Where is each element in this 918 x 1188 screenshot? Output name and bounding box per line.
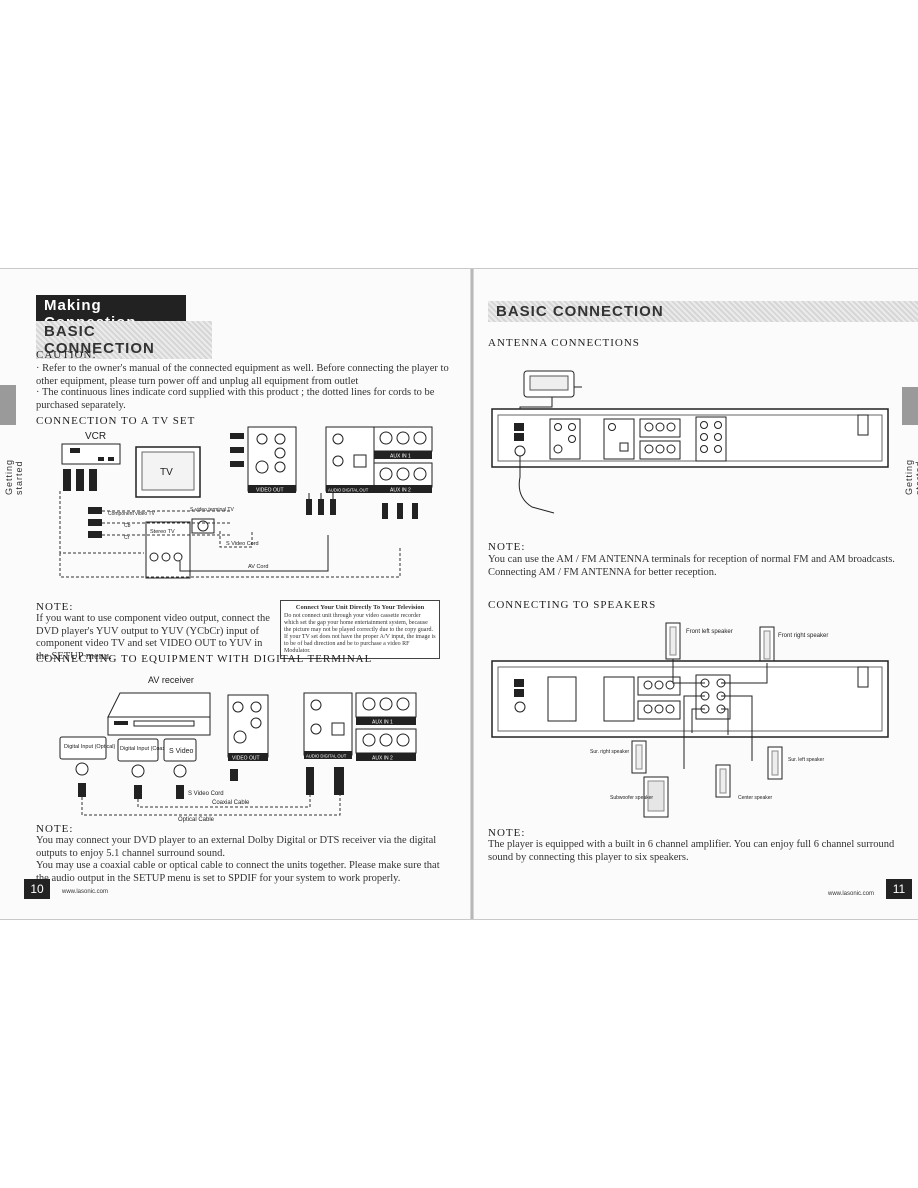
- caution-title: CAUTION:: [36, 349, 97, 361]
- website-left: www.lasonic.com: [62, 889, 109, 895]
- note-title: NOTE:: [36, 601, 74, 613]
- tv-connection-diagram: VCR TV Component video TV Cb Cr S-video …: [59, 426, 433, 579]
- right-note2-text: The player is equipped with a built in 6…: [488, 839, 895, 863]
- note2-title: NOTE:: [36, 823, 74, 835]
- direct-connect-box: Connect Your Unit Directly To Your Telev…: [280, 600, 440, 659]
- caution-item-2: · The continuous lines indicate cord sup…: [36, 387, 435, 411]
- video-out-panel: [247, 426, 297, 492]
- note2-text-1: You may connect your DVD player to an ex…: [36, 835, 437, 859]
- digital-coaxial-label: Digital Input (Coaxial): [120, 746, 173, 752]
- website-right: www.lasonic.com: [828, 891, 875, 897]
- speakers-diagram: Front left speaker Front right speaker: [491, 622, 889, 818]
- direct-connect-title: Connect Your Unit Directly To Your Telev…: [295, 604, 425, 611]
- manual-spread: Making Connection BASIC CONNECTION CAUTI…: [0, 268, 918, 920]
- svg-text:Cr: Cr: [124, 535, 130, 541]
- speakers-title: CONNECTING TO SPEAKERS: [488, 599, 657, 611]
- vcr-label: VCR: [85, 431, 106, 442]
- aux-in-2-label-2: AUX IN 2: [372, 756, 393, 762]
- right-note2-title: NOTE:: [488, 827, 526, 839]
- side-label: Getting started: [4, 458, 24, 495]
- right-side-label: Getting started: [904, 458, 918, 495]
- side-tab: [0, 385, 16, 425]
- aux-in-2-label: AUX IN 2: [390, 488, 411, 494]
- direct-connect-text: Do not connect unit through your video c…: [284, 613, 436, 654]
- center-label: Center speaker: [738, 795, 773, 801]
- right-side-tab: [902, 387, 918, 425]
- aux-in-1-label-2: AUX IN 1: [372, 720, 393, 726]
- antenna-title: ANTENNA CONNECTIONS: [488, 337, 640, 349]
- right-note-text: You can use the AM / FM ANTENNA terminal…: [488, 554, 895, 578]
- right-page: BASIC CONNECTION ANTENNA CONNECTIONS Get…: [474, 269, 918, 919]
- audio-digital-out-label: AUDIO DIGITAL OUT: [328, 488, 369, 493]
- svideo-tv-label: S-video terminal TV: [190, 507, 234, 513]
- note-text: If you want to use component video outpu…: [36, 613, 270, 662]
- caution-item-1: · Refer to the owner's manual of the con…: [36, 363, 449, 387]
- page-fold: [470, 269, 474, 919]
- antenna-diagram: [491, 370, 889, 514]
- sur-left-label: Sur. left speaker: [788, 757, 824, 763]
- coaxial-cable-label: Coaxial Cable: [212, 800, 250, 806]
- svideo-cord-label: S Video Cord: [226, 541, 259, 547]
- basic-connection-header: BASIC CONNECTION: [36, 321, 212, 359]
- component-tv-label: Component video TV: [108, 511, 156, 517]
- digital-terminal-diagram: AV receiver Digital Input (Optical) Digi…: [59, 675, 417, 823]
- front-left-label: Front left speaker: [686, 629, 733, 635]
- note2-text-2: You may use a coaxial cable or optical c…: [36, 860, 440, 884]
- connection-tv-title: CONNECTION TO A TV SET: [36, 415, 196, 427]
- aux-in-1-label: AUX IN 1: [390, 454, 411, 460]
- optical-cable-label: Optical Cable: [178, 817, 215, 823]
- right-basic-connection-header: BASIC CONNECTION: [488, 301, 918, 322]
- av-cord-label: AV Cord: [248, 564, 268, 570]
- front-right-label: Front right speaker: [778, 633, 828, 639]
- left-page: Making Connection BASIC CONNECTION CAUTI…: [0, 269, 470, 919]
- right-note-title: NOTE:: [488, 541, 526, 553]
- video-out-label-2: VIDEO OUT: [232, 756, 260, 762]
- s-video-label: S Video: [169, 748, 193, 755]
- svg-text:Cb: Cb: [124, 523, 131, 529]
- audio-digital-out-label-2: AUDIO DIGITAL OUT: [306, 754, 347, 759]
- connecting-digital-title: CONNECTING TO EQUIPMENT WITH DIGITAL TER…: [36, 653, 373, 665]
- subwoofer-label: Subwoofer speaker: [610, 795, 653, 801]
- sur-right-label: Sur. right speaker: [590, 749, 630, 755]
- tv-label: TV: [160, 467, 173, 478]
- svideo-cord-label-2: S Video Cord: [188, 791, 224, 797]
- video-out-label: VIDEO OUT: [256, 488, 284, 494]
- stereo-tv-label: Stereo TV: [150, 529, 175, 535]
- page-number-left: 10: [24, 879, 50, 899]
- digital-optical-label: Digital Input (Optical): [64, 744, 116, 750]
- page-number-right: 11: [886, 879, 912, 899]
- av-receiver-label: AV receiver: [148, 675, 194, 685]
